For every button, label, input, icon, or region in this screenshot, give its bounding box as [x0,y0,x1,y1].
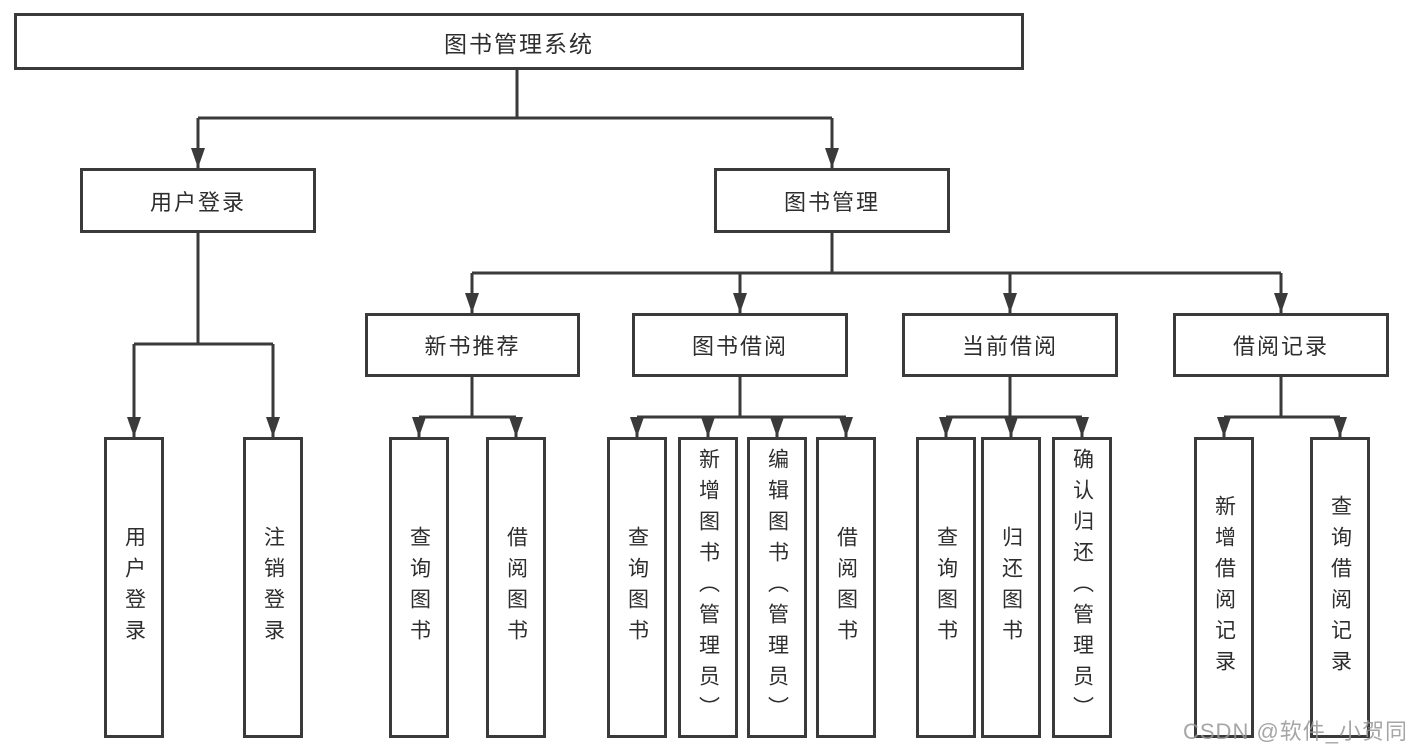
leaf-bb-edit-books: 编辑图书（管理员） [747,437,807,738]
leaf-logout: 注销登录 [243,437,303,738]
leaf-bb-borrow-books: 借阅图书 [816,437,876,738]
leaf-cb-return-books: 归还图书 [981,437,1041,738]
node-root-system: 图书管理系统 [14,13,1024,70]
node-borrow-records: 借阅记录 [1173,313,1389,377]
leaf-nb-borrow-books: 借阅图书 [486,437,546,738]
node-new-book-rec: 新书推荐 [365,313,580,377]
csdn-watermark: CSDN @软件_小贺同学 [1183,719,1405,744]
leaf-cb-query-books: 查询图书 [916,437,976,738]
leaf-user-login: 用户登录 [104,437,164,738]
connector-stems [134,70,1340,419]
leaf-bb-add-books: 新增图书（管理员） [678,437,738,738]
node-current-borrow: 当前借阅 [902,313,1118,377]
leaf-nb-query-books: 查询图书 [389,437,449,738]
node-book-borrow: 图书借阅 [632,313,848,377]
node-user-login: 用户登录 [80,168,316,233]
leaf-br-query-record: 查询借阅记录 [1310,437,1370,738]
leaf-bb-query-books: 查询图书 [607,437,667,738]
leaf-br-add-record: 新增借阅记录 [1194,437,1254,738]
node-book-mgmt: 图书管理 [714,168,950,233]
leaf-cb-confirm-return: 确认归还（管理员） [1052,437,1112,738]
